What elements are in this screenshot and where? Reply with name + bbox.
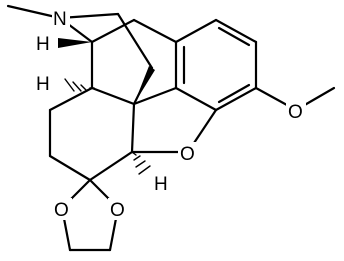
atom-o-methoxy: O bbox=[288, 102, 303, 123]
atom-n: N bbox=[53, 9, 67, 30]
wedge-c9-h bbox=[58, 38, 92, 48]
stereo-bonds bbox=[58, 38, 155, 175]
bond-c6-c5 bbox=[88, 150, 134, 182]
hash-c14-h bbox=[64, 78, 95, 92]
bond-arom-1 bbox=[174, 18, 218, 44]
atom-o-dioxolane-2: O bbox=[110, 200, 125, 221]
bond-c13-c14 bbox=[90, 86, 136, 106]
label-backgrounds bbox=[34, 6, 306, 220]
bond-arom-double-1 bbox=[217, 26, 251, 47]
atom-h-c14: H bbox=[36, 74, 50, 95]
hash-c5-h bbox=[131, 151, 151, 175]
bond-arom-double-2 bbox=[217, 83, 251, 104]
bond-c9-c10 bbox=[90, 18, 136, 44]
bond-n-methyl bbox=[6, 4, 62, 20]
bond-arom-5 bbox=[174, 86, 218, 112]
atom-h-c5: H bbox=[154, 174, 168, 195]
bond-c7-c6 bbox=[48, 154, 92, 182]
bond-c14-c8 bbox=[48, 86, 94, 112]
atom-labels: N H H O H O O O bbox=[36, 9, 303, 221]
atom-o-dioxolane-1: O bbox=[54, 200, 69, 221]
bond-arom-2 bbox=[214, 18, 258, 44]
bond-bridge-ch2 bbox=[116, 12, 154, 70]
atom-h-c9: H bbox=[36, 34, 50, 55]
bond-c10-c11 bbox=[132, 18, 178, 44]
bond-c12-c13 bbox=[132, 86, 178, 106]
bond-arom-4 bbox=[214, 86, 258, 112]
atom-o-ring: O bbox=[180, 144, 195, 165]
wedge-c13-bridge bbox=[134, 66, 155, 104]
bond-c13-c5 bbox=[130, 102, 136, 154]
